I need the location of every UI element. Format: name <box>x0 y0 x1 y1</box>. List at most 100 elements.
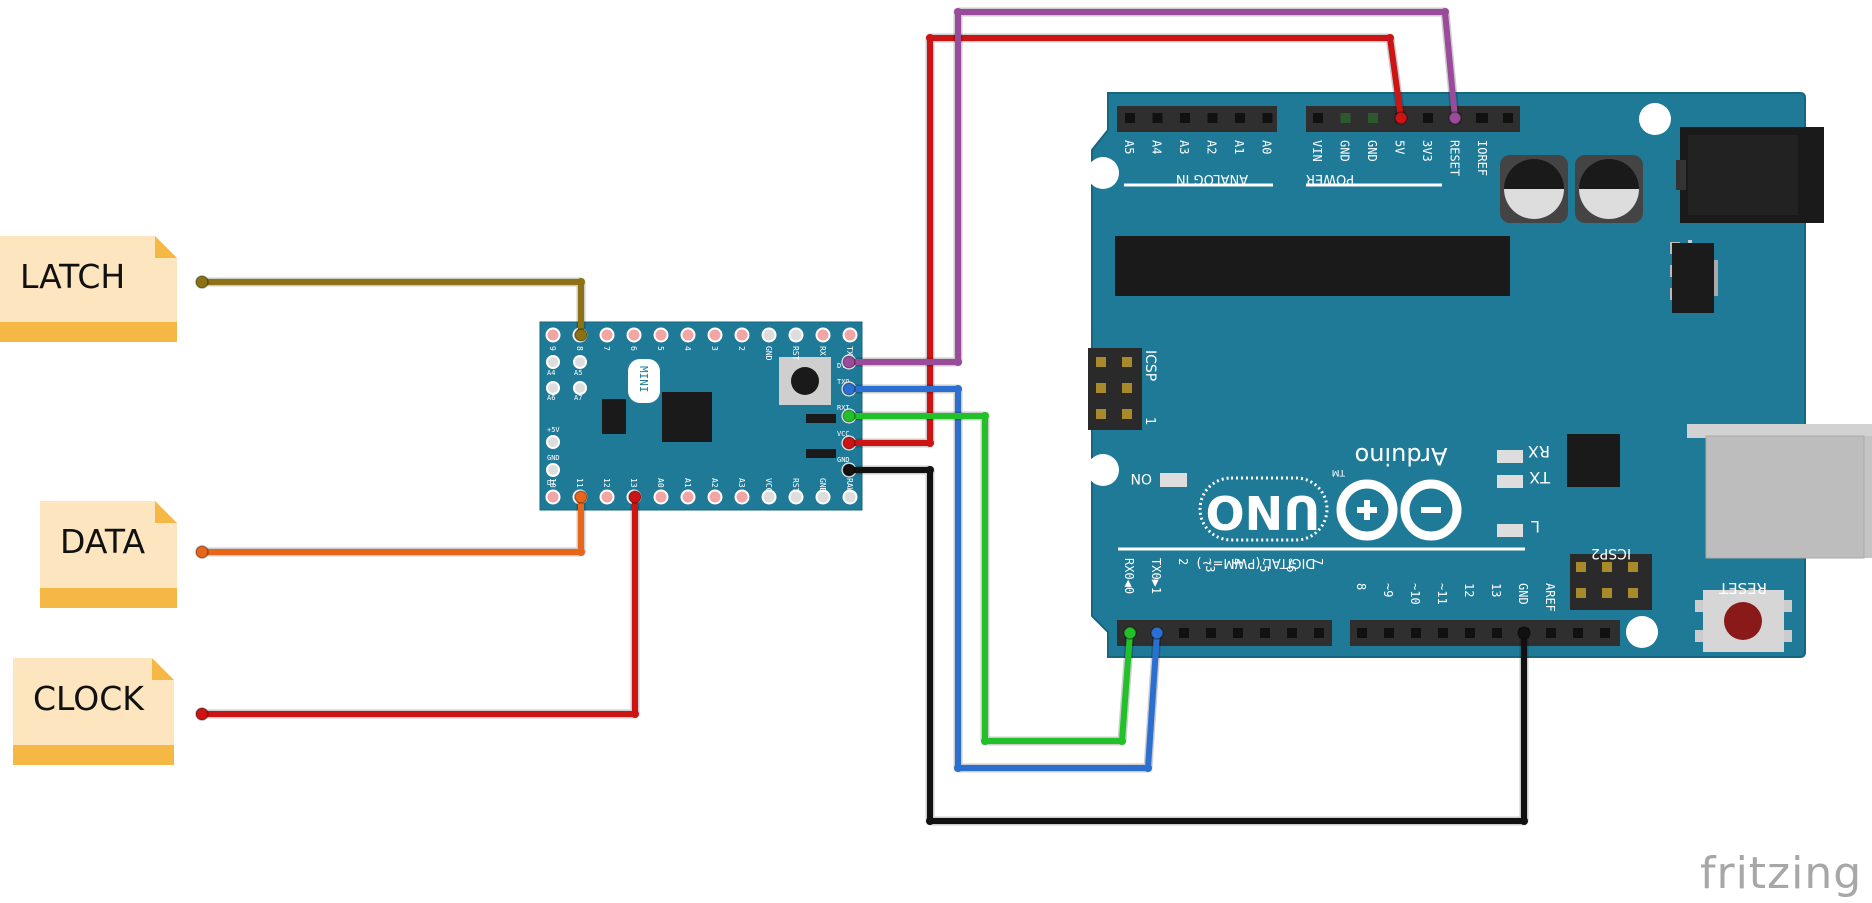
wire-bendpoint[interactable] <box>926 817 934 825</box>
wire-bendpoint[interactable] <box>577 548 585 556</box>
header-pin[interactable] <box>1357 628 1367 638</box>
wire-bendpoint[interactable] <box>1441 8 1449 16</box>
header-pin[interactable] <box>1260 628 1270 638</box>
latch-wire[interactable] <box>199 279 584 338</box>
header-pin[interactable] <box>1465 628 1475 638</box>
wire-endpoint[interactable] <box>628 490 642 504</box>
header-pin[interactable] <box>1125 113 1135 123</box>
mini-pin[interactable] <box>761 327 777 343</box>
icsp-pin[interactable] <box>1122 383 1132 393</box>
mini-pin[interactable] <box>815 489 831 505</box>
mini-pin[interactable] <box>680 489 696 505</box>
mini-pin[interactable] <box>653 489 669 505</box>
wire-endpoint[interactable] <box>574 490 588 504</box>
wire-endpoint[interactable] <box>842 436 856 450</box>
icsp2-pin[interactable] <box>1576 562 1586 572</box>
mini-pin[interactable] <box>842 489 858 505</box>
mini-pin[interactable] <box>734 489 750 505</box>
mini-pin[interactable] <box>573 381 587 395</box>
wire-bendpoint[interactable] <box>926 466 934 474</box>
header-pin[interactable] <box>1207 113 1218 123</box>
header-pin[interactable] <box>1152 113 1163 123</box>
header-pin[interactable] <box>1423 113 1433 123</box>
wire-bendpoint[interactable] <box>954 764 962 772</box>
mini-pin[interactable] <box>545 327 561 343</box>
reset-button[interactable]: RESET <box>1695 579 1792 652</box>
icsp2-pin[interactable] <box>1628 562 1638 572</box>
header-pin[interactable] <box>1179 628 1189 638</box>
icsp2-pin[interactable] <box>1576 588 1586 598</box>
header-pin[interactable] <box>1287 628 1297 638</box>
icsp-pin[interactable] <box>1096 409 1106 419</box>
mini-pin[interactable] <box>788 327 804 343</box>
header-pin[interactable] <box>1235 113 1245 123</box>
header-pin[interactable] <box>1262 113 1273 123</box>
mini-pin[interactable] <box>599 327 615 343</box>
mini-pin[interactable] <box>707 489 723 505</box>
mini-pin[interactable] <box>815 327 831 343</box>
wire-endpoint[interactable] <box>195 275 209 289</box>
icsp-pin[interactable] <box>1096 357 1106 367</box>
header-pin[interactable] <box>1573 628 1583 638</box>
header-pin[interactable] <box>1384 628 1394 638</box>
clock-wire[interactable] <box>199 494 638 717</box>
wire-endpoint[interactable] <box>1150 626 1164 640</box>
wire-endpoint[interactable] <box>842 382 856 396</box>
wire-bendpoint[interactable] <box>926 439 934 447</box>
wire-bendpoint[interactable] <box>1386 34 1394 42</box>
icsp-pin[interactable] <box>1096 383 1106 393</box>
wire-endpoint[interactable] <box>1448 111 1462 125</box>
wire-bendpoint[interactable] <box>1520 817 1528 825</box>
header-pin[interactable] <box>1206 628 1216 638</box>
header-pin[interactable] <box>1600 628 1610 638</box>
mini-pin[interactable] <box>546 435 560 449</box>
data-wire[interactable] <box>199 494 584 555</box>
icsp-pin[interactable] <box>1122 357 1132 367</box>
header-pin[interactable] <box>1340 113 1351 123</box>
header-pin[interactable] <box>1503 113 1513 123</box>
wire-endpoint[interactable] <box>1394 111 1408 125</box>
header-pin[interactable] <box>1233 628 1243 638</box>
header-pin[interactable] <box>1411 628 1421 638</box>
mini-pin[interactable] <box>734 327 750 343</box>
mini-pin[interactable] <box>707 327 723 343</box>
wire-endpoint[interactable] <box>1517 626 1531 640</box>
header-pin[interactable] <box>1546 628 1556 638</box>
wire-bendpoint[interactable] <box>926 34 934 42</box>
mini-pin[interactable] <box>599 489 615 505</box>
mini-pin[interactable] <box>546 381 560 395</box>
wire-bendpoint[interactable] <box>577 278 585 286</box>
wire-endpoint[interactable] <box>842 355 856 369</box>
mini-pin[interactable] <box>573 355 587 369</box>
wire-bendpoint[interactable] <box>631 710 639 718</box>
wire-endpoint[interactable] <box>574 328 588 342</box>
icsp-pin[interactable] <box>1122 409 1132 419</box>
header-pin[interactable] <box>1314 628 1324 638</box>
header-pin[interactable] <box>1368 113 1378 123</box>
mini-pin[interactable] <box>680 327 696 343</box>
mini-pin[interactable] <box>788 489 804 505</box>
wire-bendpoint[interactable] <box>954 385 962 393</box>
wire-bendpoint[interactable] <box>1118 737 1126 745</box>
mini-pin[interactable] <box>546 463 560 477</box>
mini-pin[interactable] <box>842 327 858 343</box>
mini-pin[interactable] <box>545 489 561 505</box>
header-pin[interactable] <box>1492 628 1502 638</box>
wire-endpoint[interactable] <box>195 545 209 559</box>
mini-pin[interactable] <box>546 355 560 369</box>
wire-bendpoint[interactable] <box>1144 764 1152 772</box>
icsp2-pin[interactable] <box>1628 588 1638 598</box>
mini-pin[interactable] <box>626 327 642 343</box>
header-pin[interactable] <box>1180 113 1190 123</box>
wire-endpoint[interactable] <box>1123 626 1137 640</box>
mini-pin[interactable] <box>761 489 777 505</box>
wire-bendpoint[interactable] <box>954 358 962 366</box>
header-pin[interactable] <box>1313 113 1323 123</box>
wire-bendpoint[interactable] <box>954 8 962 16</box>
header-pin[interactable] <box>1476 113 1486 123</box>
icsp2-pin[interactable] <box>1602 562 1612 572</box>
mini-pin[interactable] <box>653 327 669 343</box>
wire-endpoint[interactable] <box>842 463 856 477</box>
header-pin[interactable] <box>1438 628 1448 638</box>
wire-endpoint[interactable] <box>842 409 856 423</box>
